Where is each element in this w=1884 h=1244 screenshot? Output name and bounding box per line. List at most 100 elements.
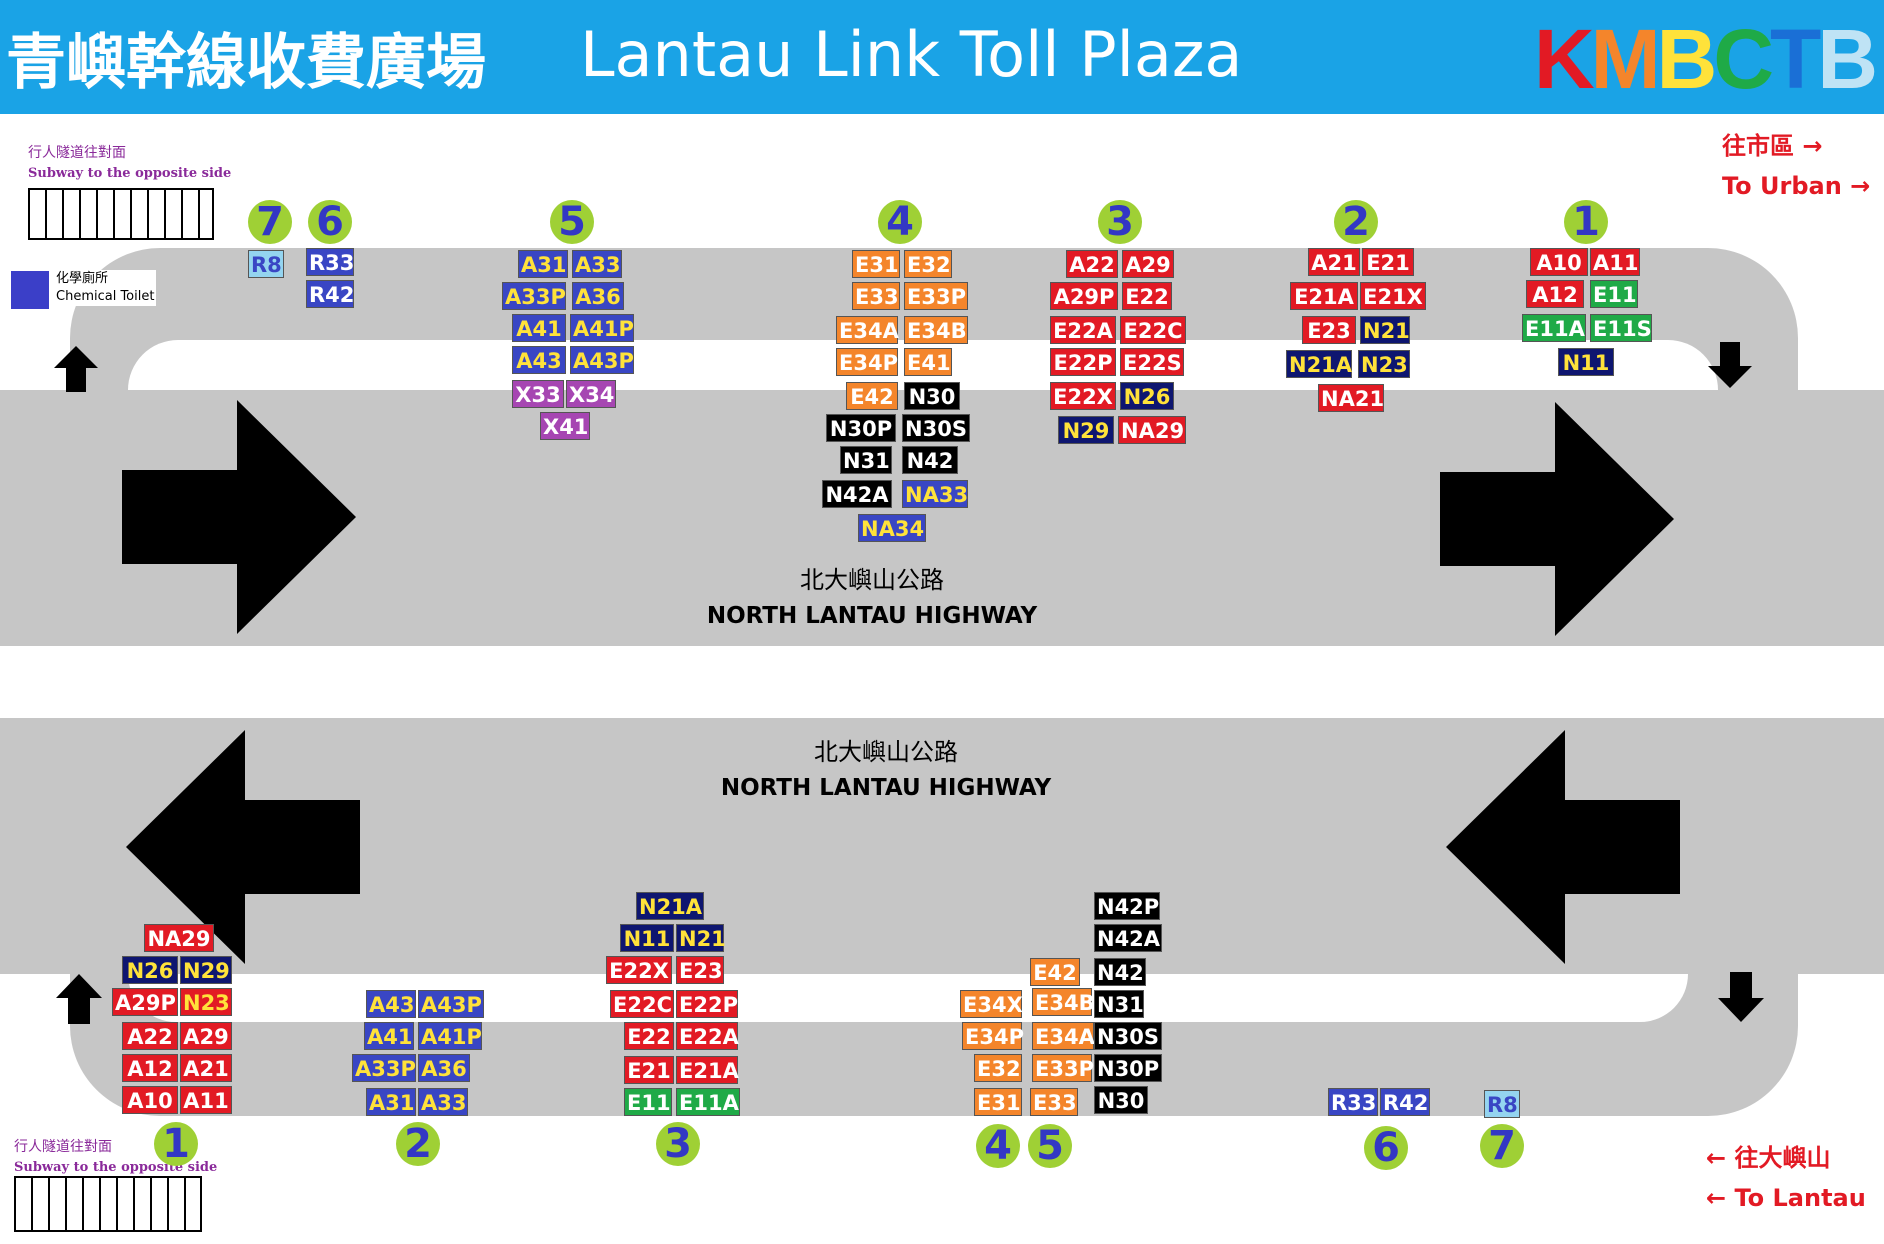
route-badge[interactable]: N42: [1094, 958, 1146, 986]
route-badge[interactable]: N30P: [826, 414, 896, 442]
route-badge[interactable]: E21X: [1360, 282, 1426, 310]
route-badge[interactable]: E42: [846, 382, 898, 410]
route-badge[interactable]: A43: [512, 346, 566, 374]
route-badge[interactable]: E22X: [606, 956, 672, 984]
route-badge[interactable]: X33: [512, 380, 564, 408]
route-badge[interactable]: N29: [1058, 416, 1114, 444]
route-badge[interactable]: NA33: [902, 480, 968, 508]
route-badge[interactable]: N21: [676, 924, 726, 952]
route-badge[interactable]: E41: [904, 348, 952, 376]
route-badge[interactable]: E34X: [960, 990, 1023, 1018]
route-badge[interactable]: E22S: [1120, 348, 1184, 376]
route-badge[interactable]: E34P: [962, 1022, 1024, 1050]
route-badge[interactable]: A43P: [418, 990, 484, 1018]
route-badge[interactable]: E23: [1302, 316, 1356, 344]
route-badge[interactable]: A41: [512, 314, 566, 342]
route-badge[interactable]: E22A: [1050, 316, 1116, 344]
route-badge[interactable]: A11: [1590, 248, 1640, 276]
route-badge[interactable]: N29: [180, 956, 232, 984]
route-badge[interactable]: N21A: [1286, 350, 1352, 378]
route-badge[interactable]: E11: [1590, 280, 1638, 308]
route-badge[interactable]: E22P: [676, 990, 738, 1018]
route-badge[interactable]: E31: [852, 250, 900, 278]
route-badge[interactable]: R42: [306, 280, 354, 308]
route-badge[interactable]: R8: [248, 250, 284, 278]
route-badge[interactable]: N30: [1094, 1086, 1148, 1114]
route-badge[interactable]: X34: [566, 380, 616, 408]
route-badge[interactable]: E22A: [676, 1022, 739, 1050]
route-badge[interactable]: A33: [418, 1088, 468, 1116]
route-badge[interactable]: E31: [974, 1088, 1022, 1116]
route-badge[interactable]: A22: [1066, 250, 1118, 278]
route-badge[interactable]: E11: [624, 1088, 672, 1116]
route-badge[interactable]: A33P: [502, 282, 566, 310]
route-badge[interactable]: E11A: [676, 1088, 740, 1116]
route-badge[interactable]: E22X: [1050, 382, 1116, 410]
route-badge[interactable]: N21: [1360, 316, 1410, 344]
route-badge[interactable]: E22C: [1120, 316, 1186, 344]
route-badge[interactable]: A21: [1308, 248, 1360, 276]
route-badge[interactable]: NA21: [1318, 384, 1384, 412]
route-badge[interactable]: A29: [1122, 250, 1174, 278]
route-badge[interactable]: NA29: [1118, 416, 1186, 444]
route-badge[interactable]: E22C: [610, 990, 674, 1018]
route-badge[interactable]: A22: [122, 1022, 178, 1050]
route-badge[interactable]: A29: [180, 1022, 232, 1050]
route-badge[interactable]: A33: [572, 250, 622, 278]
route-badge[interactable]: N42: [902, 446, 958, 474]
route-badge[interactable]: N42A: [1094, 924, 1162, 952]
route-badge[interactable]: N26: [122, 956, 178, 984]
route-badge[interactable]: N30P: [1094, 1054, 1162, 1082]
route-badge[interactable]: N11: [1558, 348, 1614, 376]
route-badge[interactable]: A11: [180, 1086, 232, 1114]
route-badge[interactable]: E22P: [1050, 348, 1116, 376]
route-badge[interactable]: E34P: [836, 348, 898, 376]
route-badge[interactable]: A33P: [352, 1054, 416, 1082]
route-badge[interactable]: A31: [366, 1088, 416, 1116]
route-badge[interactable]: E34B: [1032, 988, 1095, 1016]
route-badge[interactable]: A41P: [570, 314, 634, 342]
route-badge[interactable]: N11: [620, 924, 674, 952]
route-badge[interactable]: R42: [1380, 1088, 1430, 1116]
route-badge[interactable]: A36: [572, 282, 624, 310]
route-badge[interactable]: E33: [1030, 1088, 1078, 1116]
route-badge[interactable]: NA34: [858, 514, 926, 542]
route-badge[interactable]: E34A: [1032, 1022, 1095, 1050]
route-badge[interactable]: NA29: [144, 924, 214, 952]
route-badge[interactable]: A10: [1530, 248, 1588, 276]
route-badge[interactable]: R33: [306, 248, 354, 276]
route-badge[interactable]: N21A: [636, 892, 704, 920]
route-badge[interactable]: A12: [1526, 280, 1584, 308]
route-badge[interactable]: E33P: [904, 282, 968, 310]
route-badge[interactable]: A43: [366, 990, 416, 1018]
route-badge[interactable]: E22: [1122, 282, 1172, 310]
route-badge[interactable]: A43P: [570, 346, 634, 374]
route-badge[interactable]: N42P: [1094, 892, 1160, 920]
subway-stairs-icon[interactable]: [28, 188, 214, 240]
route-badge[interactable]: E34B: [904, 316, 968, 344]
route-badge[interactable]: A21: [180, 1054, 232, 1082]
route-badge[interactable]: E23: [676, 956, 724, 984]
route-badge[interactable]: N26: [1120, 382, 1174, 410]
route-badge[interactable]: N23: [180, 988, 232, 1016]
route-badge[interactable]: R33: [1328, 1088, 1378, 1116]
route-badge[interactable]: E33: [852, 282, 900, 310]
route-badge[interactable]: X41: [540, 412, 590, 440]
route-badge[interactable]: A41P: [418, 1022, 482, 1050]
route-badge[interactable]: A31: [518, 250, 568, 278]
route-badge[interactable]: A12: [122, 1054, 178, 1082]
route-badge[interactable]: N30: [904, 382, 960, 410]
route-badge[interactable]: A41: [364, 1022, 414, 1050]
route-badge[interactable]: A29P: [112, 988, 178, 1016]
route-badge[interactable]: E32: [904, 250, 952, 278]
route-badge[interactable]: A10: [122, 1086, 178, 1114]
route-badge[interactable]: E11A: [1522, 314, 1586, 342]
route-badge[interactable]: E34A: [836, 316, 899, 344]
route-badge[interactable]: N30S: [1094, 1022, 1162, 1050]
route-badge[interactable]: E21A: [676, 1056, 739, 1084]
route-badge[interactable]: E33P: [1032, 1054, 1094, 1082]
route-badge[interactable]: E32: [974, 1054, 1022, 1082]
route-badge[interactable]: E21: [624, 1056, 674, 1084]
route-badge[interactable]: N23: [1358, 350, 1410, 378]
route-badge[interactable]: E21: [1362, 248, 1414, 276]
